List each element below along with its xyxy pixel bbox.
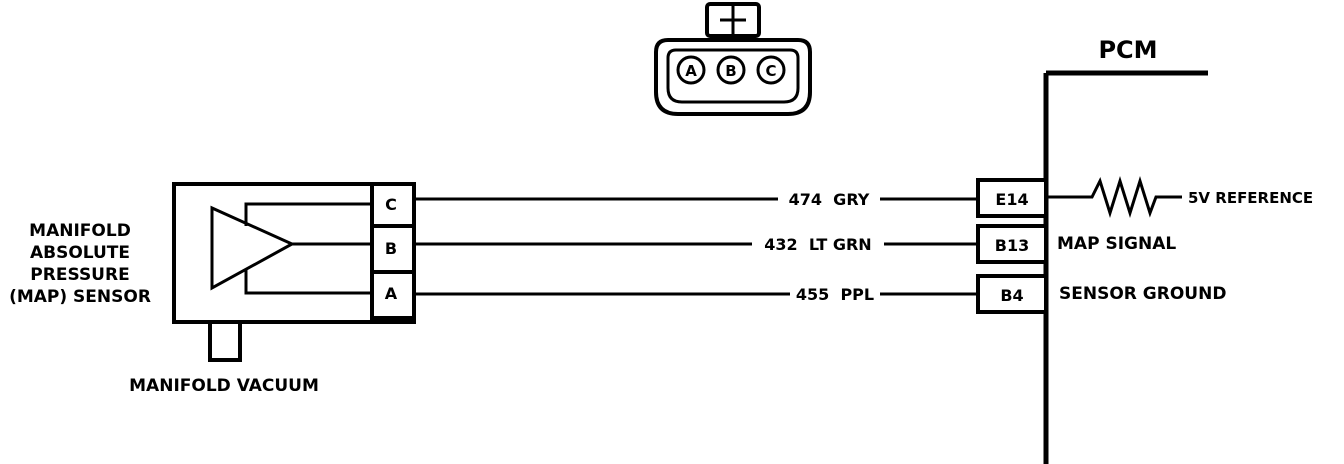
connector-body-inner [666,48,800,104]
cavity-a-outline [676,55,706,85]
sensor-pin-b-label: B [385,239,397,258]
connector-body-outer [654,38,812,116]
map-sensor [172,182,416,362]
connector-face-view [654,2,812,116]
wire-label-455: 455 PPL [796,285,874,304]
function-sensor-ground: SENSOR GROUND [1059,284,1226,304]
sensor-pin-a-label: A [385,284,398,303]
amplifier-symbol [210,205,296,291]
pcm-label: PCM [1098,36,1157,64]
sensor-name-line-1: MANIFOLD [29,221,131,241]
function-5v-reference: 5V REFERENCE [1188,189,1313,207]
pcm-pin-e14-label: E14 [995,190,1028,209]
sensor-name-line-3: PRESSURE [30,265,129,285]
pcm-pin-b13-label: B13 [995,236,1029,255]
vacuum-label: MANIFOLD VACUUM [129,376,319,396]
sensor-pin-c-label: C [385,195,397,214]
vacuum-port [208,320,242,362]
cavity-a-label: A [685,62,697,80]
pcm-pins [976,178,1048,314]
cavity-c-outline [756,55,786,85]
cavity-c-label: C [765,62,776,80]
resistor-symbol [1046,175,1182,219]
cavity-b-label: B [725,62,736,80]
pcm-pin-b4-label: B4 [1000,286,1023,305]
internal-trace-c [244,202,372,226]
sensor-name-line-4: (MAP) SENSOR [9,287,151,307]
wire-label-432: 432 LT GRN [764,235,871,254]
pcm-boundary [1043,70,1208,464]
pcm-pin-b4-box [976,274,1048,314]
function-map-signal: MAP SIGNAL [1057,234,1176,254]
pcm-pin-e14-box [976,178,1048,218]
pcm-pin-b13-box [976,224,1048,264]
cavity-b-outline [716,55,746,85]
wires [414,197,978,296]
wire-label-474: 474 GRY [789,190,870,209]
internal-trace-a [244,270,372,295]
sensor-name-line-2: ABSOLUTE [30,243,130,263]
